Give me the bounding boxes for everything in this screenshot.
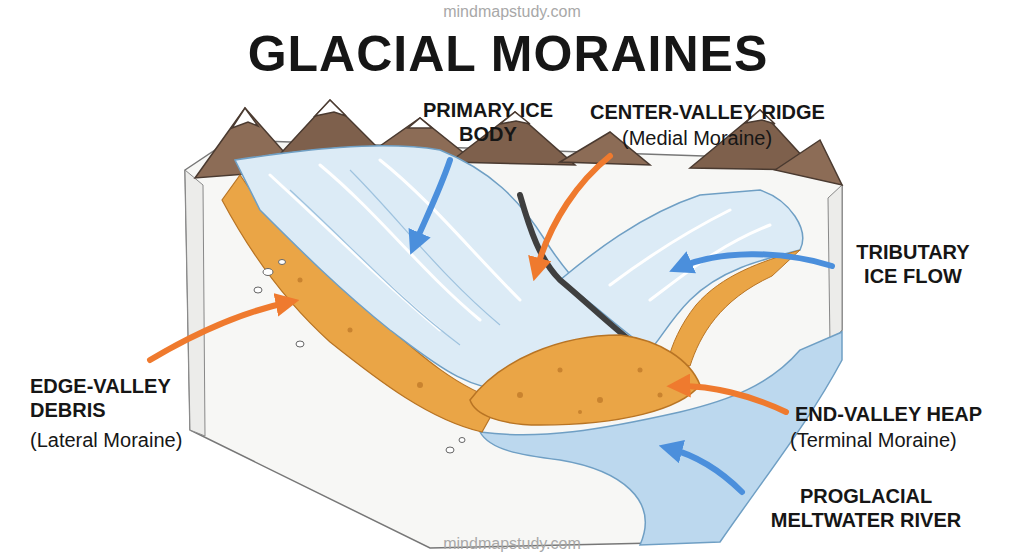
part-label: END-VALLEY HEAP [795,402,1015,426]
part-label: EDGE-VALLEY DEBRIS [30,374,205,422]
part-subtitle: (Terminal Moraine) [790,428,1015,452]
leader-river [668,448,742,492]
medial-moraine [520,195,645,352]
moraine-texture [298,278,663,415]
part-label: TRIBUTARY ICE FLOW [838,240,988,288]
leader-medial [536,156,610,272]
part-label: PRIMARY ICE BODY [418,98,558,146]
leader-primary [414,160,450,246]
part-subtitle: (Medial Moraine) [622,126,842,150]
terminal-moraine [470,335,700,425]
flow-lines [270,160,770,330]
part-label: PROGLACIAL MELTWATER RIVER [760,484,972,532]
watermark: mindmapstudy.com [412,534,612,553]
part-label: CENTER-VALLEY RIDGE [590,100,840,124]
part-subtitle: (Lateral Moraine) [30,428,250,452]
leader-lateral [150,302,290,360]
rocks [254,260,465,454]
block-top [185,140,842,548]
diagram-title: GLACIAL MORAINES [0,24,1020,84]
block-left-face [185,170,205,436]
flow-lines-shade [290,170,500,345]
leader-tributary [678,254,832,268]
leader-terminal [676,386,786,412]
watermark: mindmapstudy.com [412,2,612,21]
tributary-edge-debris [668,250,800,366]
leader-arrows [150,156,832,492]
